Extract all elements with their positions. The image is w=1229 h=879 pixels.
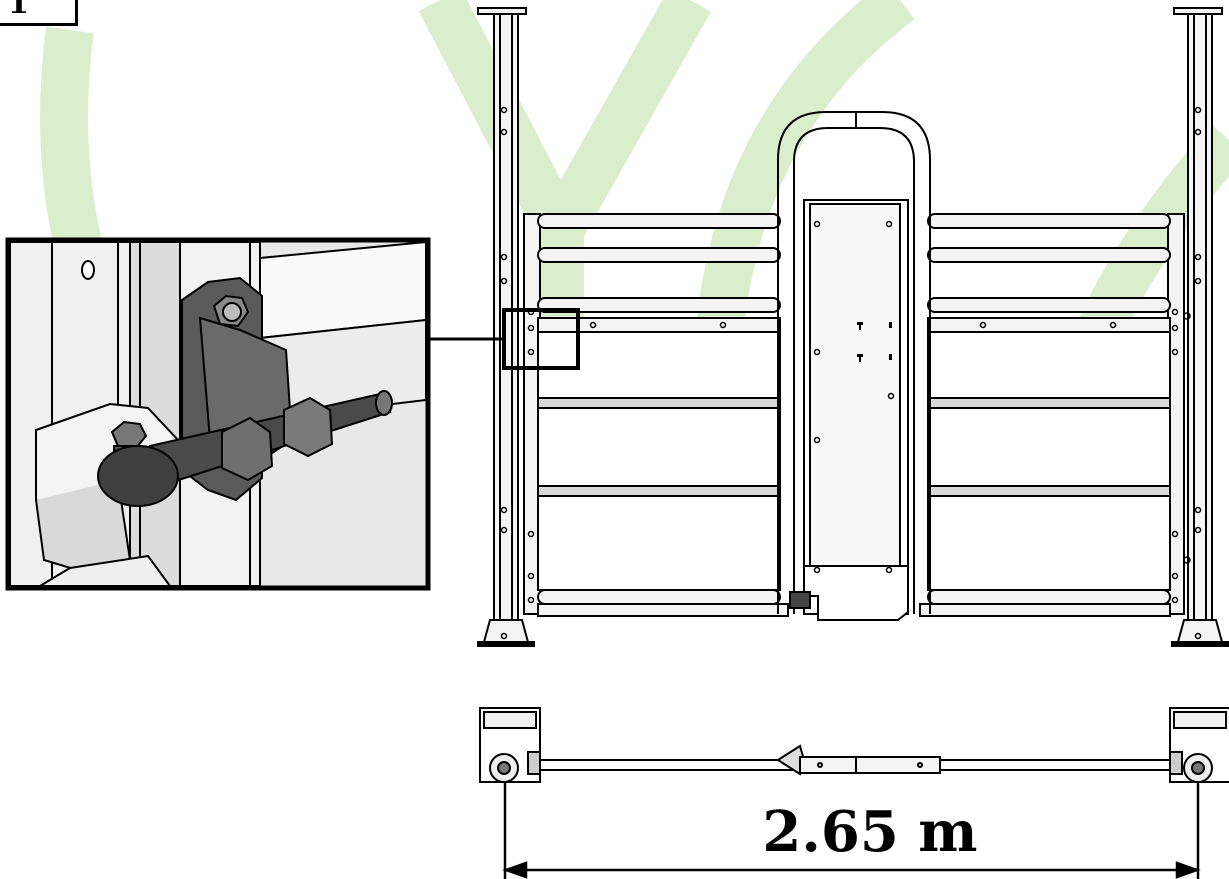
- step-number-box: 1: [0, 0, 78, 26]
- step-number: 1: [8, 0, 29, 21]
- plan-view: [479, 707, 1229, 783]
- dimension-label: 2.65 m: [762, 799, 978, 865]
- right-gate-holes: [979, 308, 1191, 604]
- detail-callout: [5, 237, 431, 591]
- center-door-holes: [813, 220, 895, 574]
- right-post: [1171, 7, 1229, 647]
- center-door: [789, 199, 909, 621]
- dimension-line: [502, 782, 1201, 879]
- right-post-holes: [1194, 106, 1202, 640]
- left-post: [477, 7, 535, 647]
- right-gate: [919, 213, 1185, 617]
- left-gate-holes: [527, 308, 727, 604]
- left-post-holes: [500, 106, 508, 640]
- door-bolts: [857, 322, 892, 362]
- left-gate: [523, 213, 789, 617]
- center-arch: [777, 111, 931, 614]
